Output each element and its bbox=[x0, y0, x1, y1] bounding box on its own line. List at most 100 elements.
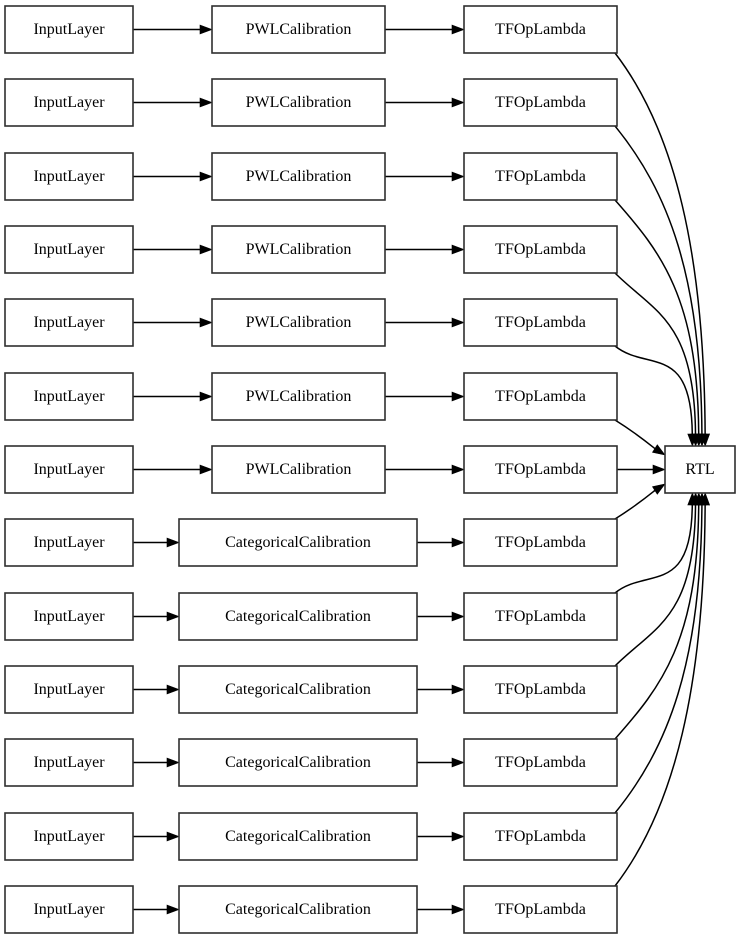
input-layer-box[interactable] bbox=[4, 518, 134, 567]
node-calibration-11[interactable]: CategoricalCalibration bbox=[178, 812, 418, 861]
node-input-layer-7[interactable]: InputLayer bbox=[4, 518, 134, 567]
op-lambda-box[interactable] bbox=[463, 812, 618, 861]
node-op-lambda-0[interactable]: TFOpLambda bbox=[463, 5, 618, 54]
node-op-lambda-5[interactable]: TFOpLambda bbox=[463, 372, 618, 421]
rtl-label: RTL bbox=[685, 461, 714, 478]
node-op-lambda-3[interactable]: TFOpLambda bbox=[463, 225, 618, 274]
arrowhead-icon bbox=[199, 24, 213, 35]
node-input-layer-11[interactable]: InputLayer bbox=[4, 812, 134, 861]
node-op-lambda-1[interactable]: TFOpLambda bbox=[463, 78, 618, 127]
edge-op-to-rtl-4 bbox=[614, 345, 698, 447]
calibration-box[interactable] bbox=[178, 812, 418, 861]
node-input-layer-12[interactable]: InputLayer bbox=[4, 885, 134, 934]
calibration-box[interactable] bbox=[211, 372, 386, 421]
node-input-layer-1[interactable]: InputLayer bbox=[4, 78, 134, 127]
edge-input-to-calibration-11 bbox=[133, 831, 180, 842]
node-calibration-12[interactable]: CategoricalCalibration bbox=[178, 885, 418, 934]
calibration-box[interactable] bbox=[211, 445, 386, 494]
node-calibration-10[interactable]: CategoricalCalibration bbox=[178, 738, 418, 787]
op-lambda-box[interactable] bbox=[463, 592, 618, 641]
arrowhead-icon bbox=[451, 391, 465, 402]
input-layer-box[interactable] bbox=[4, 372, 134, 421]
node-op-lambda-10[interactable]: TFOpLambda bbox=[463, 738, 618, 787]
node-op-lambda-2[interactable]: TFOpLambda bbox=[463, 152, 618, 201]
node-rtl[interactable]: RTL bbox=[664, 445, 736, 494]
node-op-lambda-11[interactable]: TFOpLambda bbox=[463, 812, 618, 861]
node-input-layer-0[interactable]: InputLayer bbox=[4, 5, 134, 54]
input-layer-label: InputLayer bbox=[33, 461, 105, 478]
edge-op-to-rtl-9 bbox=[614, 492, 701, 667]
op-lambda-label: TFOpLambda bbox=[495, 461, 586, 478]
op-lambda-box[interactable] bbox=[463, 5, 618, 54]
node-input-layer-9[interactable]: InputLayer bbox=[4, 665, 134, 714]
input-layer-box[interactable] bbox=[4, 738, 134, 787]
input-layer-box[interactable] bbox=[4, 665, 134, 714]
input-layer-box[interactable] bbox=[4, 592, 134, 641]
node-input-layer-5[interactable]: InputLayer bbox=[4, 372, 134, 421]
op-lambda-box[interactable] bbox=[463, 738, 618, 787]
op-lambda-box[interactable] bbox=[463, 665, 618, 714]
op-lambda-box[interactable] bbox=[463, 298, 618, 347]
op-lambda-box[interactable] bbox=[463, 518, 618, 567]
node-op-lambda-12[interactable]: TFOpLambda bbox=[463, 885, 618, 934]
op-lambda-label: TFOpLambda bbox=[495, 168, 586, 185]
node-input-layer-10[interactable]: InputLayer bbox=[4, 738, 134, 787]
op-lambda-box[interactable] bbox=[463, 445, 618, 494]
node-calibration-4[interactable]: PWLCalibration bbox=[211, 298, 386, 347]
input-layer-box[interactable] bbox=[4, 812, 134, 861]
edge-calibration-to-op-12 bbox=[417, 904, 465, 915]
node-op-lambda-7[interactable]: TFOpLambda bbox=[463, 518, 618, 567]
op-lambda-box[interactable] bbox=[463, 225, 618, 274]
op-lambda-box[interactable] bbox=[463, 152, 618, 201]
calibration-box[interactable] bbox=[178, 592, 418, 641]
input-layer-box[interactable] bbox=[4, 445, 134, 494]
calibration-box[interactable] bbox=[211, 225, 386, 274]
edge-op-to-rtl-8 bbox=[614, 492, 698, 594]
op-lambda-label: TFOpLambda bbox=[495, 21, 586, 38]
input-layer-box[interactable] bbox=[4, 5, 134, 54]
node-input-layer-3[interactable]: InputLayer bbox=[4, 225, 134, 274]
node-calibration-9[interactable]: CategoricalCalibration bbox=[178, 665, 418, 714]
edge-curve bbox=[614, 504, 694, 594]
node-calibration-8[interactable]: CategoricalCalibration bbox=[178, 592, 418, 641]
node-op-lambda-9[interactable]: TFOpLambda bbox=[463, 665, 618, 714]
node-op-lambda-4[interactable]: TFOpLambda bbox=[463, 298, 618, 347]
node-input-layer-2[interactable]: InputLayer bbox=[4, 152, 134, 201]
node-op-lambda-8[interactable]: TFOpLambda bbox=[463, 592, 618, 641]
input-layer-box[interactable] bbox=[4, 78, 134, 127]
calibration-box[interactable] bbox=[178, 738, 418, 787]
edge-input-to-calibration-4 bbox=[133, 317, 213, 328]
node-calibration-7[interactable]: CategoricalCalibration bbox=[178, 518, 418, 567]
arrowhead-icon bbox=[451, 537, 465, 548]
input-layer-box[interactable] bbox=[4, 885, 134, 934]
op-lambda-box[interactable] bbox=[463, 78, 618, 127]
node-calibration-5[interactable]: PWLCalibration bbox=[211, 372, 386, 421]
calibration-box[interactable] bbox=[178, 885, 418, 934]
input-layer-box[interactable] bbox=[4, 298, 134, 347]
calibration-box[interactable] bbox=[178, 518, 418, 567]
node-calibration-6[interactable]: PWLCalibration bbox=[211, 445, 386, 494]
calibration-label: CategoricalCalibration bbox=[225, 901, 371, 918]
node-input-layer-4[interactable]: InputLayer bbox=[4, 298, 134, 347]
input-layer-label: InputLayer bbox=[33, 241, 105, 258]
calibration-box[interactable] bbox=[211, 152, 386, 201]
rtl-box[interactable] bbox=[664, 445, 736, 494]
node-calibration-1[interactable]: PWLCalibration bbox=[211, 78, 386, 127]
calibration-box[interactable] bbox=[211, 78, 386, 127]
node-input-layer-8[interactable]: InputLayer bbox=[4, 592, 134, 641]
node-input-layer-6[interactable]: InputLayer bbox=[4, 445, 134, 494]
input-layer-box[interactable] bbox=[4, 225, 134, 274]
calibration-box[interactable] bbox=[211, 298, 386, 347]
input-layer-box[interactable] bbox=[4, 152, 134, 201]
op-lambda-box[interactable] bbox=[463, 885, 618, 934]
node-op-lambda-6[interactable]: TFOpLambda bbox=[463, 445, 618, 494]
arrowhead-icon bbox=[451, 904, 465, 915]
op-lambda-box[interactable] bbox=[463, 372, 618, 421]
input-layer-label: InputLayer bbox=[33, 94, 105, 111]
calibration-box[interactable] bbox=[178, 665, 418, 714]
node-calibration-3[interactable]: PWLCalibration bbox=[211, 225, 386, 274]
node-calibration-0[interactable]: PWLCalibration bbox=[211, 5, 386, 54]
calibration-box[interactable] bbox=[211, 5, 386, 54]
calibration-label: CategoricalCalibration bbox=[225, 681, 371, 698]
node-calibration-2[interactable]: PWLCalibration bbox=[211, 152, 386, 201]
